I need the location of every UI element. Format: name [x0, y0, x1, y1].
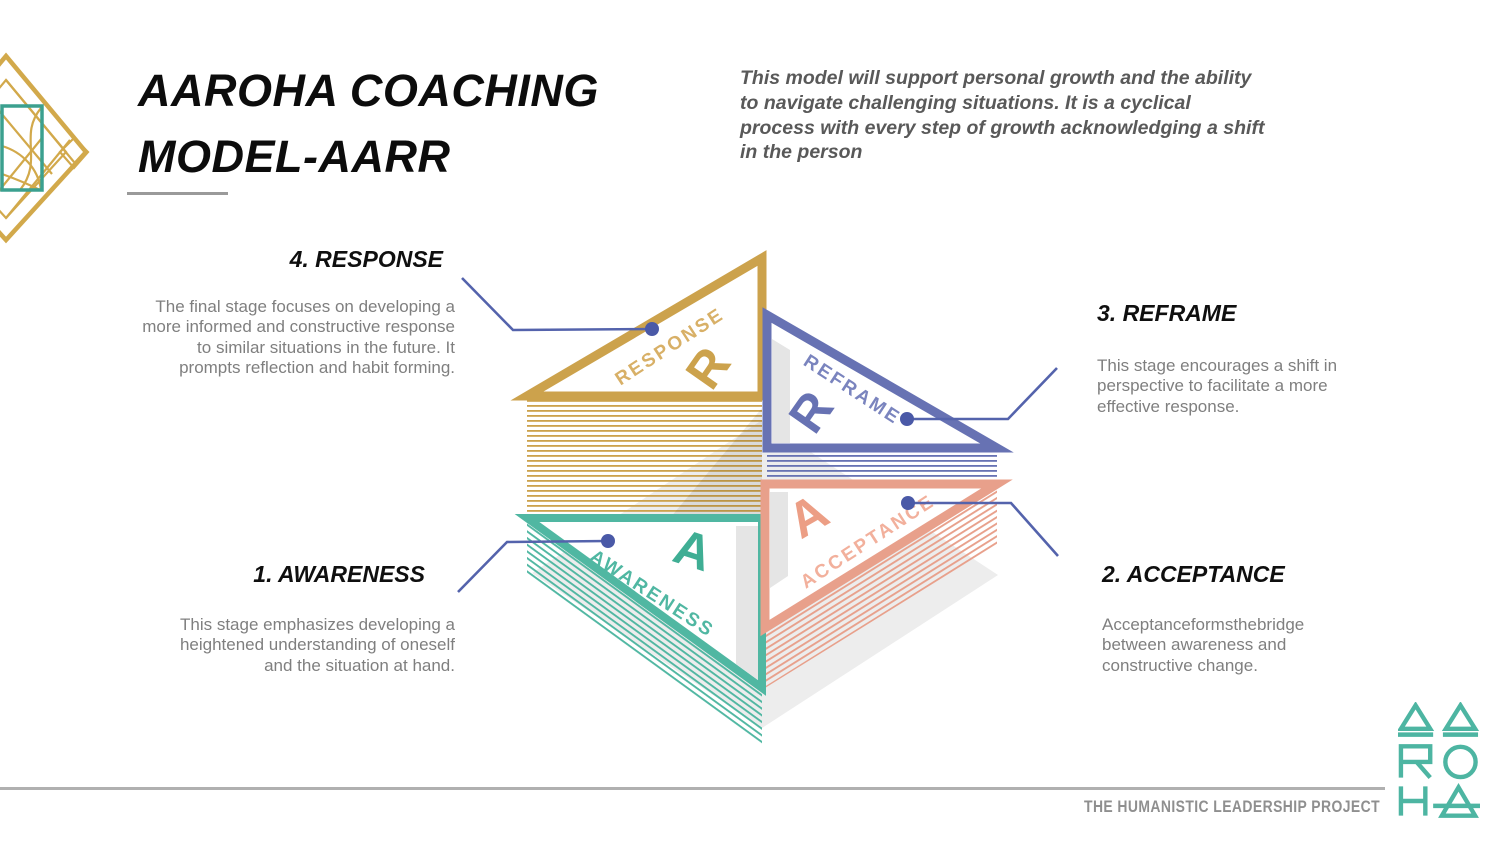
awareness-triangle: A AWARENESS	[514, 514, 766, 696]
aarr-pyramid-diagram: A AWARENESS A ACCEPTANCE R RESPONSE R RE…	[457, 250, 1059, 745]
ornament-gold-lattice	[0, 52, 90, 244]
stage-block-response: 4. RESPONSE The final stage focuses on d…	[140, 246, 455, 379]
stage-heading-response: 4. RESPONSE	[289, 246, 443, 272]
connector-line-reframe	[907, 367, 1058, 421]
logo-row-ha	[1398, 782, 1480, 818]
page-title: AAROHA COACHING MODEL-AARR	[138, 58, 698, 190]
stage-description-reframe: This stage encourages a shift in perspec…	[1097, 356, 1338, 416]
stage-heading-awareness: 1. AWARENESS	[253, 561, 425, 587]
stage-heading-acceptance: 2. ACCEPTANCE	[1102, 561, 1285, 587]
reframe-side-stripes	[767, 448, 997, 481]
footer-divider	[0, 787, 1385, 790]
connector-line-acceptance	[908, 501, 1059, 557]
connector-line-awareness	[457, 539, 609, 593]
awareness-side-stripes	[527, 518, 762, 745]
corner-ornament	[0, 52, 90, 244]
page-title-line1: AAROHA COACHING	[138, 65, 599, 116]
logo-row-ro	[1398, 744, 1478, 780]
stage-description-response: The final stage focuses on developing a …	[142, 297, 455, 378]
response-side-stripes	[527, 396, 762, 518]
connector-line-response	[461, 277, 653, 332]
acceptance-side-stripes	[765, 484, 997, 688]
stage-heading-reframe: 3. REFRAME	[1097, 300, 1237, 326]
connector-dot-acceptance	[901, 496, 915, 510]
stage-description-acceptance: Acceptanceformsthebridge between awarene…	[1102, 615, 1305, 675]
stage-block-reframe: 3. REFRAME This stage encourages a shift…	[1097, 300, 1389, 417]
stage-description-awareness: This stage emphasizes developing a heigh…	[179, 615, 455, 675]
connector-dot-response	[645, 322, 659, 336]
connector-dot-awareness	[601, 534, 615, 548]
response-side-shading	[670, 408, 762, 518]
reframe-triangle: R REFRAME	[762, 307, 1014, 453]
ornament-teal-frame	[0, 104, 44, 192]
title-underline	[127, 192, 228, 195]
connector-dots	[601, 322, 915, 548]
subtitle: This model will support personal growth …	[740, 67, 1265, 164]
footer-tagline: THE HUMANISTIC LEADERSHIP PROJECT	[1084, 797, 1380, 816]
connectors	[457, 277, 1059, 593]
stage-block-acceptance: 2. ACCEPTANCE Acceptanceformsthebridge b…	[1102, 561, 1370, 676]
aaroha-logo	[1398, 702, 1480, 818]
page-title-line2: MODEL-AARR	[138, 131, 451, 183]
connector-dot-reframe	[900, 412, 914, 426]
stage-block-awareness: 1. AWARENESS This stage emphasizes devel…	[165, 561, 455, 676]
logo-row-aa	[1398, 702, 1480, 737]
